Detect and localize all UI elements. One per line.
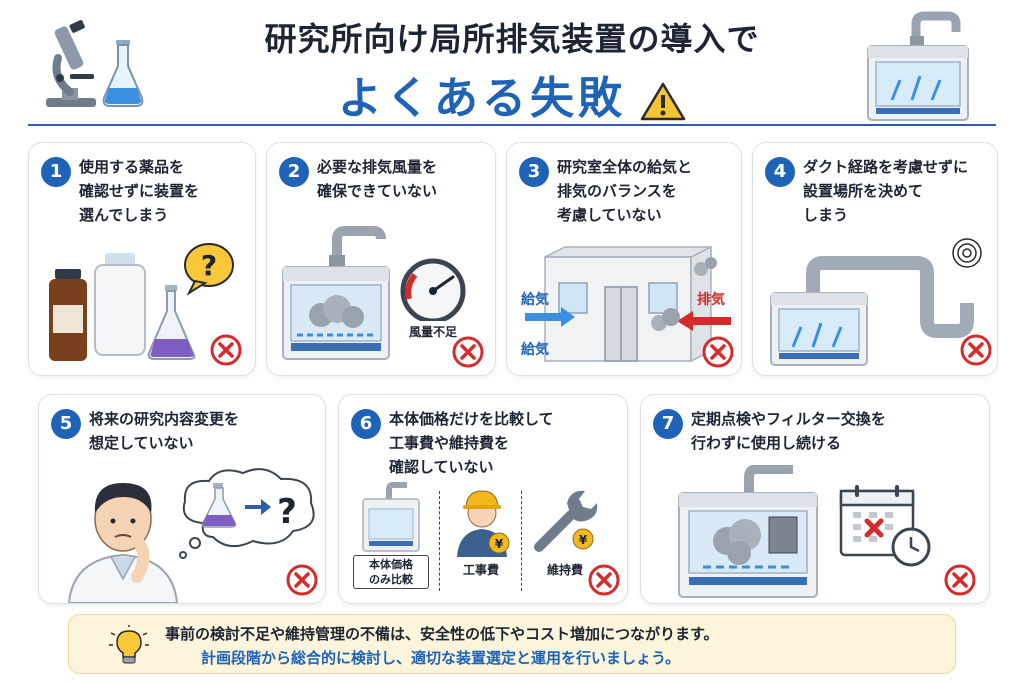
chemical-bottles-icon: ?: [49, 243, 234, 361]
card-number: 7: [653, 409, 683, 439]
lab-room-airflow-icon: [525, 245, 731, 363]
calendar-overdue-icon: [839, 485, 931, 567]
card-number: 6: [351, 409, 381, 439]
failure-card-4: 4 ダクト経路を考慮せずに 設置場所を決めて しまう: [752, 142, 998, 376]
failure-card-6: 6 本体価格だけを比較して 工事費や維持費を 確認していない 本体価格 のみ比較…: [338, 394, 628, 604]
fume-hood-small-icon: [362, 482, 420, 552]
supply-air-label: 給気: [521, 292, 549, 308]
divider: [521, 491, 522, 591]
header: 研究所向け局所排気装置の導入で よくある失敗: [0, 0, 1024, 128]
yen-coin: ¥: [579, 533, 588, 547]
fail-mark-icon: [944, 564, 976, 596]
card-title: 使用する薬品を 確認せずに装置を 選んでしまう: [79, 158, 200, 224]
card-title: 将来の研究内容変更を 想定していない: [89, 410, 240, 452]
card-number: 5: [51, 409, 81, 439]
maintenance-cost-label: 維持費: [546, 563, 583, 577]
flask-icon: [102, 40, 144, 107]
card-number: 2: [279, 157, 309, 187]
complex-duct-icon: [770, 238, 982, 366]
header-divider: [28, 124, 996, 126]
summary-line-2: 計画段階から総合的に検討し、適切な装置選定と運用を行いましょう。: [201, 649, 681, 667]
fail-mark-icon: [286, 564, 318, 596]
exhaust-air-label: 排気: [697, 292, 725, 308]
card-title: 研究室全体の給気と 排気のバランスを 考慮していない: [557, 158, 693, 224]
failure-card-7: 7 定期点検やフィルター交換を 行わずに使用し続ける: [640, 394, 990, 604]
fail-mark-icon: [452, 336, 484, 368]
card-title: 定期点検やフィルター交換を 行わずに使用し続ける: [691, 410, 886, 452]
construction-cost-label: 工事費: [462, 563, 499, 577]
weak-fume-hood-icon: [282, 226, 390, 360]
summary-line-1: 事前の検討不足や維持管理の不備は、安全性の低下やコスト増加につながります。: [165, 625, 719, 643]
failure-card-3: 3 研究室全体の給気と 排気のバランスを 考慮していない 給気 給気 排気: [506, 142, 742, 376]
yen-coin: ¥: [495, 537, 504, 551]
fail-mark-icon: [210, 334, 242, 366]
thought-bubble-icon: ?: [179, 468, 315, 559]
failure-card-2: 2 必要な排気風量を 確保できていない 風量不足: [266, 142, 496, 376]
summary-note: 事前の検討不足や維持管理の不備は、安全性の低下やコスト増加につながります。 計画…: [68, 614, 956, 674]
microscope-icon: [46, 20, 96, 107]
researcher-thinking-icon: [67, 483, 179, 603]
page-title: 研究所向け局所排気装置の導入で: [264, 20, 760, 58]
card-number: 1: [41, 157, 71, 187]
svg-text:?: ?: [277, 492, 297, 532]
dirty-fume-hood-icon: [678, 465, 818, 598]
fail-mark-icon: [588, 564, 620, 596]
fume-hood-icon: [867, 11, 969, 121]
wrench-icon: ¥: [534, 490, 598, 552]
page-subtitle: よくある失敗: [0, 62, 1024, 126]
warning-icon: [640, 82, 686, 121]
card-title: 本体価格だけを比較して 工事費や維持費を 確認していない: [389, 410, 554, 476]
card-title: 必要な排気風量を 確保できていない: [317, 158, 438, 200]
card-title: ダクト経路を考慮せずに 設置場所を決めて しまう: [803, 158, 969, 224]
fail-mark-icon: [960, 334, 992, 366]
supply-air-label-2: 給気: [521, 342, 549, 358]
divider: [439, 491, 440, 591]
fail-mark-icon: [702, 336, 734, 368]
construction-worker-icon: ¥: [457, 490, 510, 557]
svg-text:?: ?: [201, 249, 217, 282]
gauge-label: 風量不足: [408, 325, 457, 339]
card-number: 4: [765, 157, 795, 187]
pressure-gauge-icon: [400, 258, 466, 321]
failure-card-1: 1 使用する薬品を 確認せずに装置を 選んでしまう ?: [28, 142, 256, 376]
lightbulb-icon: [109, 625, 149, 664]
failure-card-5: 5 将来の研究内容変更を 想定していない ?: [38, 394, 326, 604]
card-number: 3: [519, 157, 549, 187]
body-price-label: 本体価格 のみ比較: [353, 555, 429, 589]
